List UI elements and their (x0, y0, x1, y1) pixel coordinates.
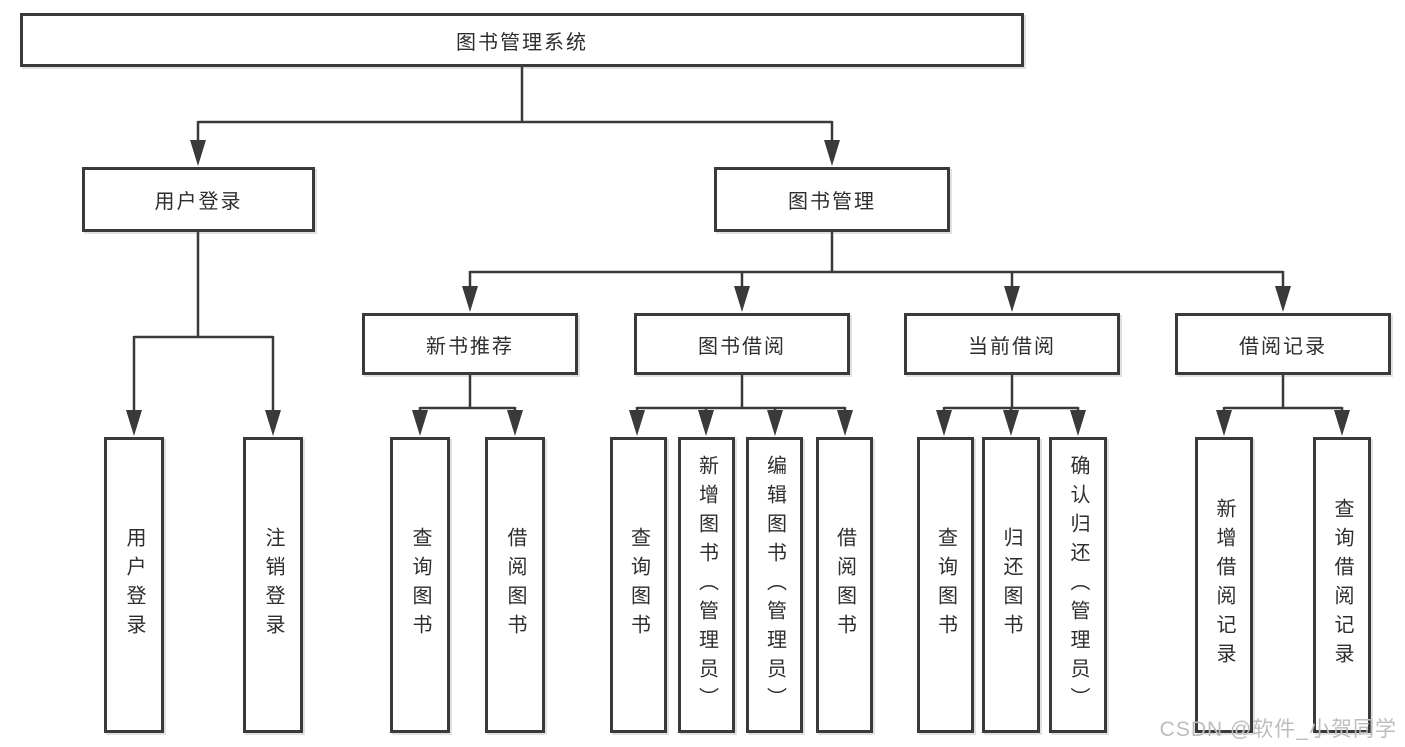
leaf-add-books-admin: 新增图书（管理员） (678, 437, 735, 733)
leaf-return-books: 归还图书 (982, 437, 1040, 733)
leaf-query-books-recommend: 查询图书 (390, 437, 450, 733)
node-book-management: 图书管理 (714, 167, 950, 232)
leaf-user-login: 用户登录 (104, 437, 164, 733)
node-book-borrowing: 图书借阅 (634, 313, 850, 375)
leaf-add-borrow-record: 新增借阅记录 (1195, 437, 1253, 733)
node-current-borrowing: 当前借阅 (904, 313, 1120, 375)
node-borrowing-records: 借阅记录 (1175, 313, 1391, 375)
leaf-logout: 注销登录 (243, 437, 303, 733)
leaf-borrow-books-recommend: 借阅图书 (485, 437, 545, 733)
leaf-confirm-return-admin: 确认归还（管理员） (1049, 437, 1107, 733)
leaf-borrow-books: 借阅图书 (816, 437, 873, 733)
node-new-book-recommendation: 新书推荐 (362, 313, 578, 375)
csdn-watermark: CSDN @软件_小贺同学 (1159, 718, 1397, 741)
leaf-query-borrow-record: 查询借阅记录 (1313, 437, 1371, 733)
node-root-library-management-system: 图书管理系统 (20, 13, 1024, 67)
leaf-query-books-borrowing: 查询图书 (610, 437, 667, 733)
node-user-login: 用户登录 (82, 167, 315, 232)
leaf-query-books-current: 查询图书 (917, 437, 974, 733)
leaf-edit-books-admin: 编辑图书（管理员） (746, 437, 803, 733)
